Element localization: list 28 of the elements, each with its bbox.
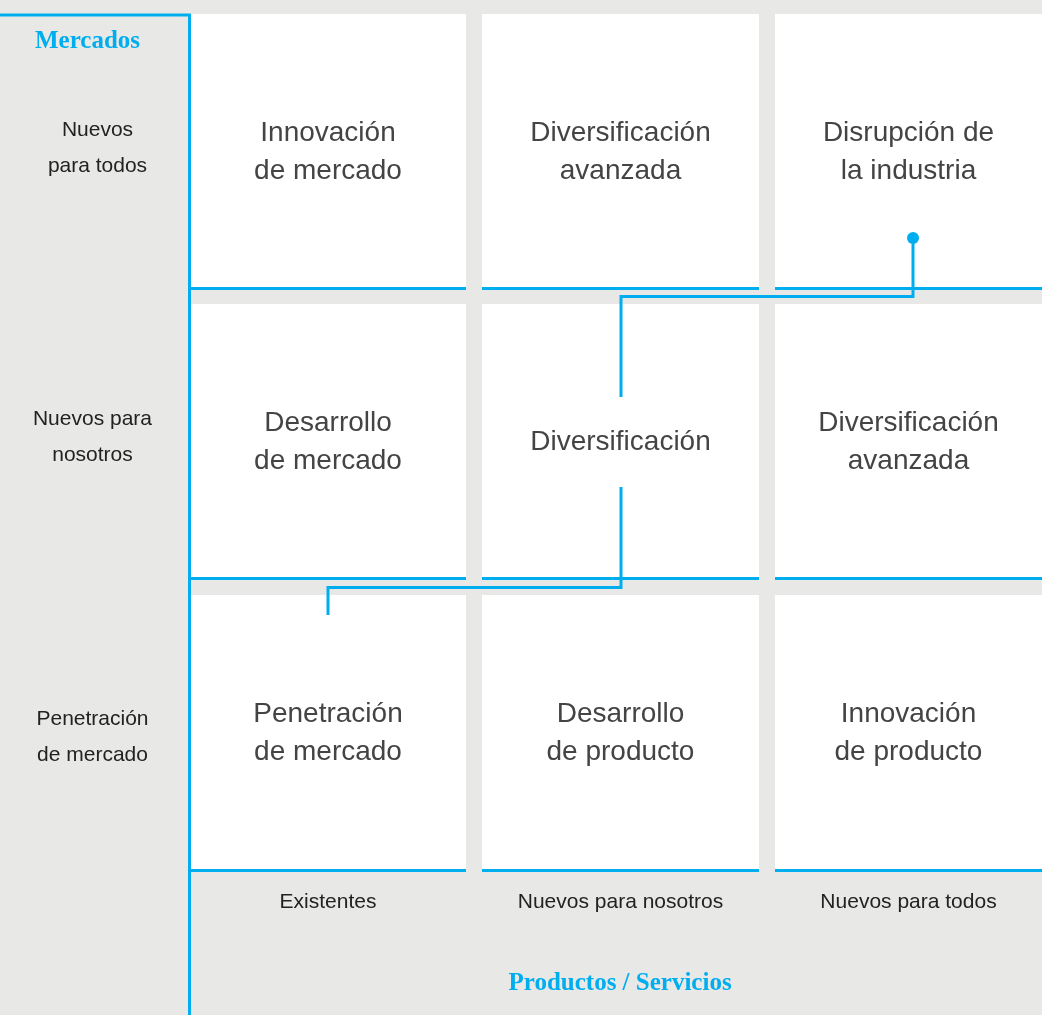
cell-label: Innovación de producto (833, 696, 984, 768)
row-label: Penetración de mercado (35, 705, 150, 767)
matrix-cell (775, 14, 1042, 290)
connector-line (326, 487, 623, 615)
axis-title: Mercados (35, 26, 141, 54)
matrix-cell (482, 14, 759, 290)
matrix-cell (190, 304, 466, 580)
cell-label: Penetración de mercado (252, 696, 404, 768)
cell-label: Disrupción de la industria (821, 114, 996, 187)
column-label: Existentes (278, 888, 378, 914)
matrix-cell (775, 304, 1042, 580)
cell-label: Innovación de mercado (253, 114, 403, 187)
row-label: Nuevos para nosotros (31, 405, 154, 467)
matrix-cell (190, 14, 466, 290)
axis-title: Productos / Servicios (508, 968, 732, 996)
matrix-cell (775, 595, 1042, 872)
cell-label: Diversificación avanzada (817, 404, 1000, 477)
cell-label: Diversificación avanzada (529, 114, 712, 187)
connector-line (619, 232, 919, 397)
cell-label: Desarrollo de mercado (253, 404, 403, 477)
matrix-cell (190, 595, 466, 872)
cell-label: Desarrollo de producto (545, 696, 696, 768)
column-label: Nuevos para nosotros (516, 888, 725, 914)
column-label: Nuevos para todos (819, 888, 998, 914)
cell-label: Diversificación (530, 423, 711, 458)
matrix-cell (482, 304, 759, 580)
row-label: Nuevos para todos (46, 116, 149, 178)
matrix-cell (482, 595, 759, 872)
